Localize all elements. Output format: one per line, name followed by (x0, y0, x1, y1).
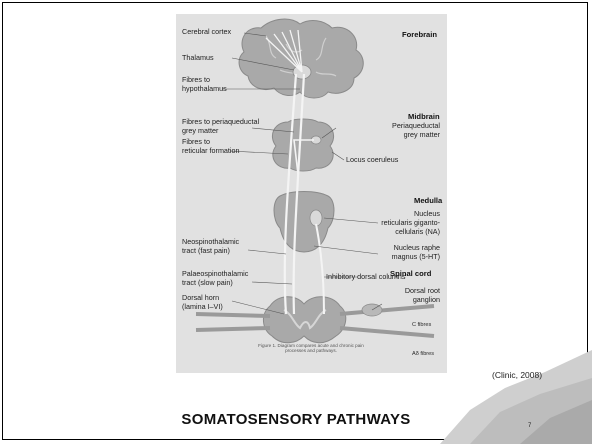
pathway-illustration (176, 14, 447, 373)
label-drg-line2: ganglion (342, 296, 440, 304)
label-inhibitory-dorsal-columns: Inhibitory dorsal columns (326, 273, 406, 281)
label-palaeospinothalamic-line2: tract (slow pain) (182, 279, 233, 287)
label-cerebral-cortex: Cerebral cortex (182, 28, 231, 36)
label-thalamus: Thalamus (182, 54, 214, 62)
citation: (Clinic, 2008) (492, 370, 542, 380)
figure-caption-line2: processes and pathways. (236, 348, 386, 353)
label-fibres-hypothalamus-line2: hypothalamus (182, 85, 227, 93)
label-nucleus-line3: cellularis (NA) (342, 228, 440, 236)
label-c-fibres: C fibres (412, 322, 431, 328)
label-pag-line2: grey matter (342, 131, 440, 139)
heading-forebrain: Forebrain (402, 30, 437, 39)
label-fibres-pag-line2: grey matter (182, 127, 218, 135)
label-locus-coeruleus: Locus coeruleus (346, 156, 398, 164)
page-number: 7 (528, 423, 531, 429)
slide-title: SOMATOSENSORY PATHWAYS (0, 411, 592, 428)
label-dorsal-horn-line2: (lamina I–VI) (182, 303, 223, 311)
heading-midbrain: Midbrain (408, 112, 440, 121)
pain-pathway-figure: Forebrain Midbrain Medulla Spinal cord C… (176, 14, 447, 373)
figure-caption: Figure 1. Diagram compares acute and chr… (236, 343, 386, 353)
label-neospinothalamic-line2: tract (fast pain) (182, 247, 230, 255)
label-ad-fibres: Aδ fibres (412, 351, 434, 357)
label-raphe-line2: magnus (5-HT) (342, 253, 440, 261)
label-fibres-reticular-line2: reticular formation (182, 147, 240, 155)
heading-medulla: Medulla (414, 196, 442, 205)
